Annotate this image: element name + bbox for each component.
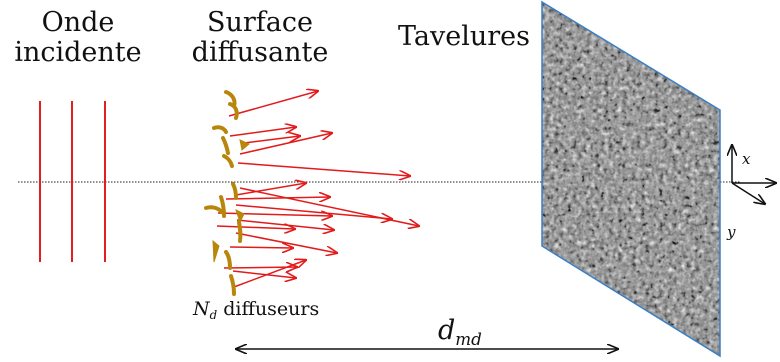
scatterers-symbol: N	[193, 298, 210, 320]
scatterers-label: Nd diffuseurs	[193, 298, 319, 322]
scatterers-subscript: d	[209, 308, 218, 323]
ray-arrow	[235, 232, 337, 253]
ray-arrow	[237, 162, 410, 176]
scattering-surface-label: Surface diffusante	[182, 8, 338, 68]
ray-arrow	[235, 204, 392, 219]
ray-arrow	[217, 213, 332, 216]
incident-wavefronts	[39, 101, 106, 262]
scattering-surface-label-line2: diffusante	[191, 37, 329, 68]
ray-arrow	[235, 183, 306, 196]
speckle-screen	[541, 0, 721, 358]
ray-arrow	[228, 91, 318, 117]
axis-x-label: x	[742, 150, 751, 168]
scatterers-text: diffuseurs	[217, 298, 320, 320]
coordinate-axes	[732, 145, 776, 204]
ray-arrow	[225, 197, 330, 199]
distance-label: dmd	[438, 316, 482, 354]
scattering-surface-label-line1: Surface	[207, 7, 313, 38]
scattering-surface	[204, 90, 250, 296]
ray-arrow	[232, 270, 296, 278]
axis-y-arrow	[731, 182, 765, 204]
ray-arrow	[229, 127, 296, 137]
distance-symbol: d	[438, 315, 456, 346]
ray-arrow	[216, 226, 295, 229]
ray-arrow	[229, 247, 293, 248]
speckle-label: Tavelures	[398, 21, 531, 52]
axis-y-label: y	[727, 223, 736, 241]
ray-arrow	[243, 136, 300, 144]
ray-arrow	[239, 187, 419, 226]
incident-wave-label: Onde incidente	[8, 8, 148, 68]
distance-subscript: md	[455, 328, 482, 349]
incident-wave-label-line1: Onde	[41, 7, 115, 38]
ray-arrow	[239, 133, 332, 155]
incident-wave-label-line2: incidente	[14, 37, 142, 68]
ray-arrow	[233, 260, 306, 288]
scattered-rays	[216, 91, 419, 288]
